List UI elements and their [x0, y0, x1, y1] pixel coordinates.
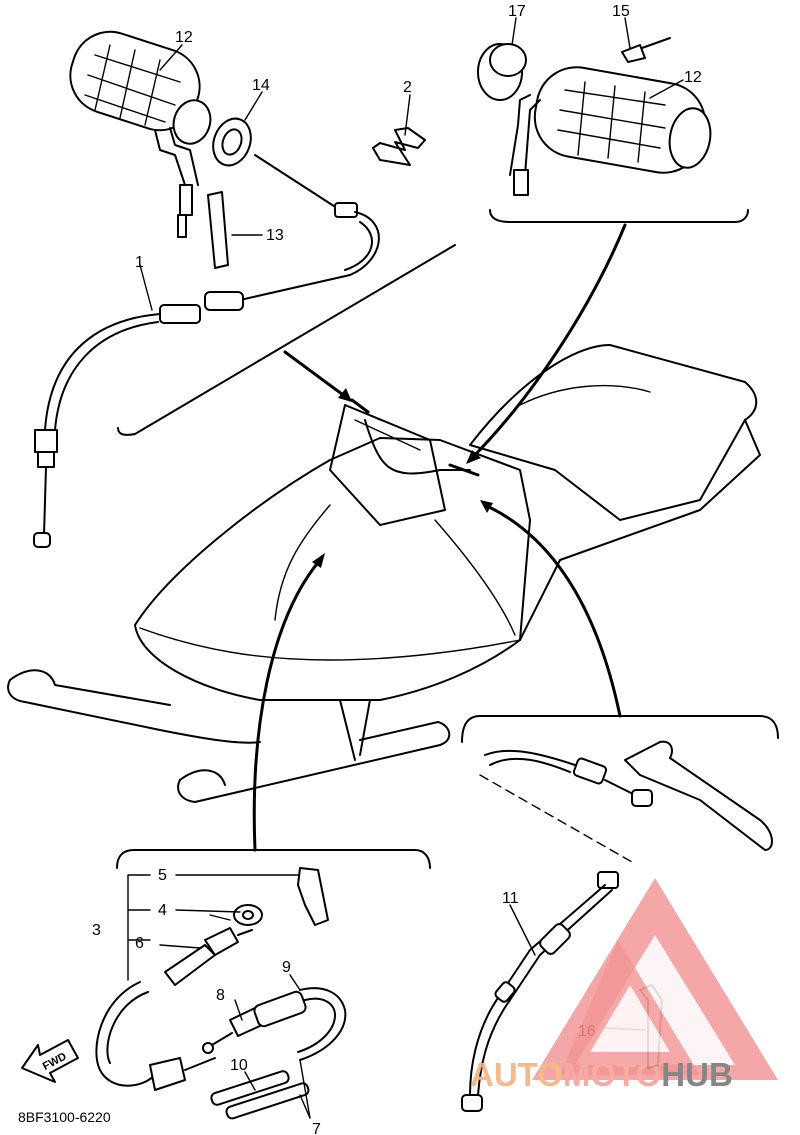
callout-13: 13: [266, 227, 284, 244]
callout-6: 6: [135, 935, 144, 952]
watermark-logo-icon: [532, 878, 778, 1080]
watermark-auto: AUTO: [470, 1056, 563, 1093]
left-grip-assembly: [69, 30, 426, 269]
throttle-cable: [33, 154, 380, 548]
automotohub-watermark: AUTOMOTOHUB: [470, 878, 778, 1093]
callout-12-right: 12: [684, 69, 702, 86]
svg-text:AUTOMOTOHUB: AUTOMOTOHUB: [470, 1056, 733, 1093]
fwd-arrow: FWD: [21, 1039, 79, 1083]
callout-numbers: 1 2 3 4 5 6 7 8 9 10 11 12 12 13 14 15 1…: [92, 3, 702, 1135]
leader-lines: [139, 17, 684, 1119]
callout-9: 9: [282, 959, 291, 976]
callout-7: 7: [312, 1121, 321, 1135]
drawing-code: 8BF3100-6220: [18, 1109, 111, 1125]
callout-5: 5: [158, 867, 167, 884]
callout-brackets: [116, 209, 779, 869]
callout-11: 11: [502, 890, 519, 907]
watermark-hub: HUB: [661, 1056, 733, 1093]
callout-3: 3: [92, 922, 101, 939]
callout-17: 17: [508, 3, 526, 20]
callout-14: 14: [252, 77, 270, 94]
bottom-left-assembly: [95, 867, 347, 1120]
callout-10: 10: [230, 1057, 248, 1074]
right-grip-assembly: [477, 37, 712, 196]
callout-2: 2: [403, 79, 412, 96]
callout-1: 1: [135, 254, 144, 271]
callout-15: 15: [612, 3, 630, 20]
snowmobile-outline: [7, 344, 761, 803]
brake-assembly: [461, 740, 773, 1112]
watermark-moto: MOTO: [563, 1056, 661, 1093]
callout-8: 8: [216, 987, 225, 1004]
callout-4: 4: [158, 902, 167, 919]
callout-12-left: 12: [175, 29, 193, 46]
